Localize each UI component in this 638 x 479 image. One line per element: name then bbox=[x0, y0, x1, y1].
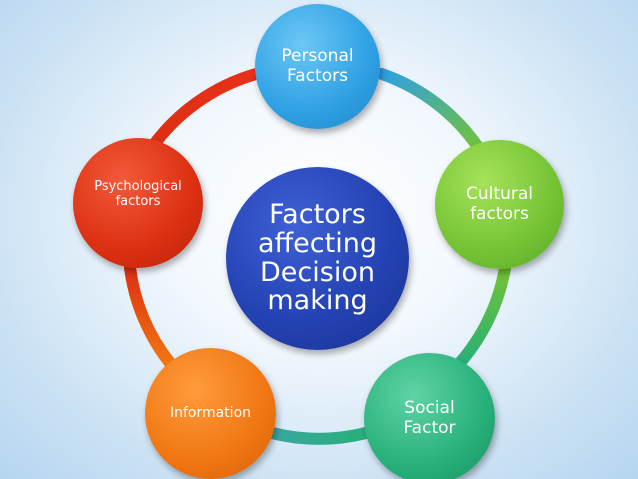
node-personal-factors: Personal Factors bbox=[255, 4, 380, 129]
node-social-factor-label: Social Factor bbox=[403, 397, 456, 438]
arc-social-information bbox=[266, 427, 372, 445]
arc-psychological-personal bbox=[144, 68, 262, 156]
node-psychological-factors-label: Psychological factors bbox=[94, 179, 182, 209]
node-cultural-factors: Cultural factors bbox=[435, 140, 564, 269]
node-information: Information bbox=[145, 348, 276, 479]
arc-personal-cultural bbox=[376, 68, 486, 156]
node-cultural-factors-label: Cultural factors bbox=[466, 184, 533, 224]
node-social-factor: Social Factor bbox=[364, 353, 495, 479]
node-psychological-factors: Psychological factors bbox=[73, 138, 203, 268]
node-information-label: Information bbox=[169, 404, 252, 421]
center-node-label: Factors affecting Decision making bbox=[258, 199, 377, 317]
arc-cultural-social bbox=[452, 262, 511, 371]
center-node: Factors affecting Decision making bbox=[226, 167, 409, 350]
arc-information-psychological bbox=[124, 262, 176, 369]
node-personal-factors-label: Personal Factors bbox=[281, 46, 354, 86]
